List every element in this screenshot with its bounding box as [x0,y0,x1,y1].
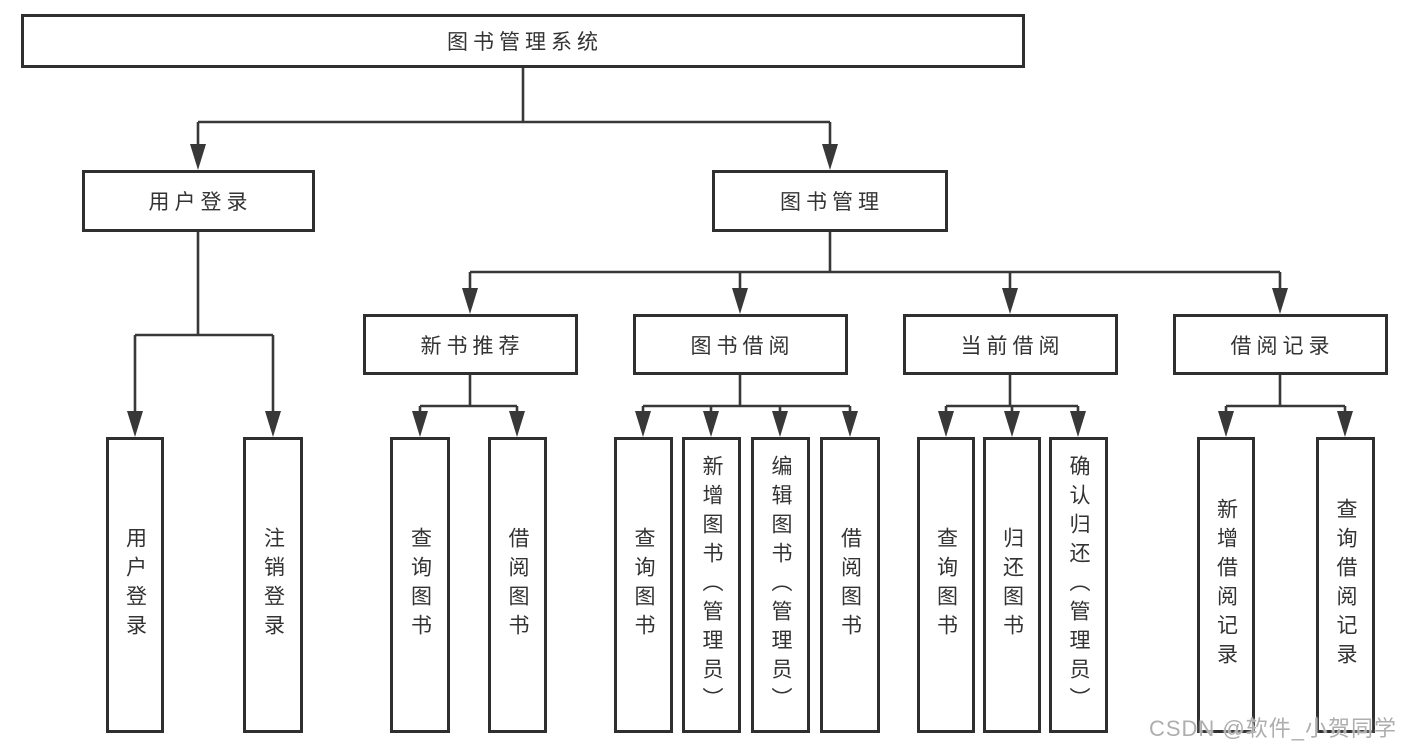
node-label: 图书管理 [780,191,884,214]
node-root: 图书管理系统 [21,14,1025,68]
node-query-borrow-record: 查询借阅记录 [1316,437,1375,733]
node-label: 用户登录 [123,527,147,643]
node-label: 当前借阅 [960,334,1065,358]
node-book-borrowing: 图书借阅 [633,314,848,375]
csdn-watermark: CSDN @软件_小贺同学 [1148,716,1397,741]
node-label: 图书借阅 [690,334,795,358]
node-label: 新增图书（管理员） [700,454,723,716]
node-label: 借阅图书 [838,527,862,643]
node-borrow-books-borrowing: 借阅图书 [820,437,880,733]
node-borrow-books-recommend: 借阅图书 [488,437,547,733]
arrow-head [1004,411,1020,437]
node-label: 编辑图书（管理员） [769,454,792,716]
node-label: 借阅图书 [506,527,529,643]
arrow-head [842,411,858,437]
node-current-borrowing: 当前借阅 [903,314,1118,375]
node-user-login-group: 用户登录 [82,170,315,232]
node-user-login: 用户登录 [106,437,164,733]
node-return-books: 归还图书 [983,437,1041,733]
arrow-head [772,411,788,437]
node-label: 注销登录 [261,527,285,643]
node-label: 借阅记录 [1230,334,1335,358]
node-query-books-current: 查询图书 [917,437,975,733]
node-confirm-return-admin: 确认归还（管理员） [1049,437,1108,733]
arrow-head [509,411,525,437]
node-label: 新书推荐 [420,334,525,358]
arrow-head [635,411,651,437]
arrow-head [703,411,719,437]
arrow-head [822,144,838,170]
node-label: 查询图书 [934,527,958,643]
node-label: 查询图书 [408,527,432,643]
node-label: 用户登录 [148,191,253,214]
node-label: 查询图书 [632,527,655,643]
node-label: 新增借阅记录 [1214,498,1238,672]
arrow-head [462,288,478,314]
node-edit-books-admin: 编辑图书（管理员） [751,437,810,733]
arrow-head [1337,411,1353,437]
node-label: 确认归还（管理员） [1067,454,1090,716]
arrow-head [1070,411,1086,437]
node-borrowing-records: 借阅记录 [1173,314,1388,375]
node-add-books-admin: 新增图书（管理员） [682,437,741,733]
node-label: 查询借阅记录 [1334,498,1357,672]
arrow-head [1218,411,1234,437]
node-label: 图书管理系统 [447,31,603,54]
arrow-head [412,411,428,437]
node-add-borrow-record: 新增借阅记录 [1197,437,1255,733]
arrow-head [732,288,748,314]
arrow-head [938,411,954,437]
arrow-head [127,411,143,437]
node-label: 归还图书 [1000,527,1024,643]
node-query-books-recommend: 查询图书 [390,437,450,733]
node-query-books-borrowing: 查询图书 [614,437,673,733]
arrow-head [190,144,206,170]
node-new-book-recommend: 新书推荐 [363,314,578,375]
arrow-head [265,411,281,437]
node-book-management: 图书管理 [712,170,948,232]
arrow-head [1272,288,1288,314]
arrow-head [1002,288,1018,314]
node-logout: 注销登录 [243,437,303,733]
